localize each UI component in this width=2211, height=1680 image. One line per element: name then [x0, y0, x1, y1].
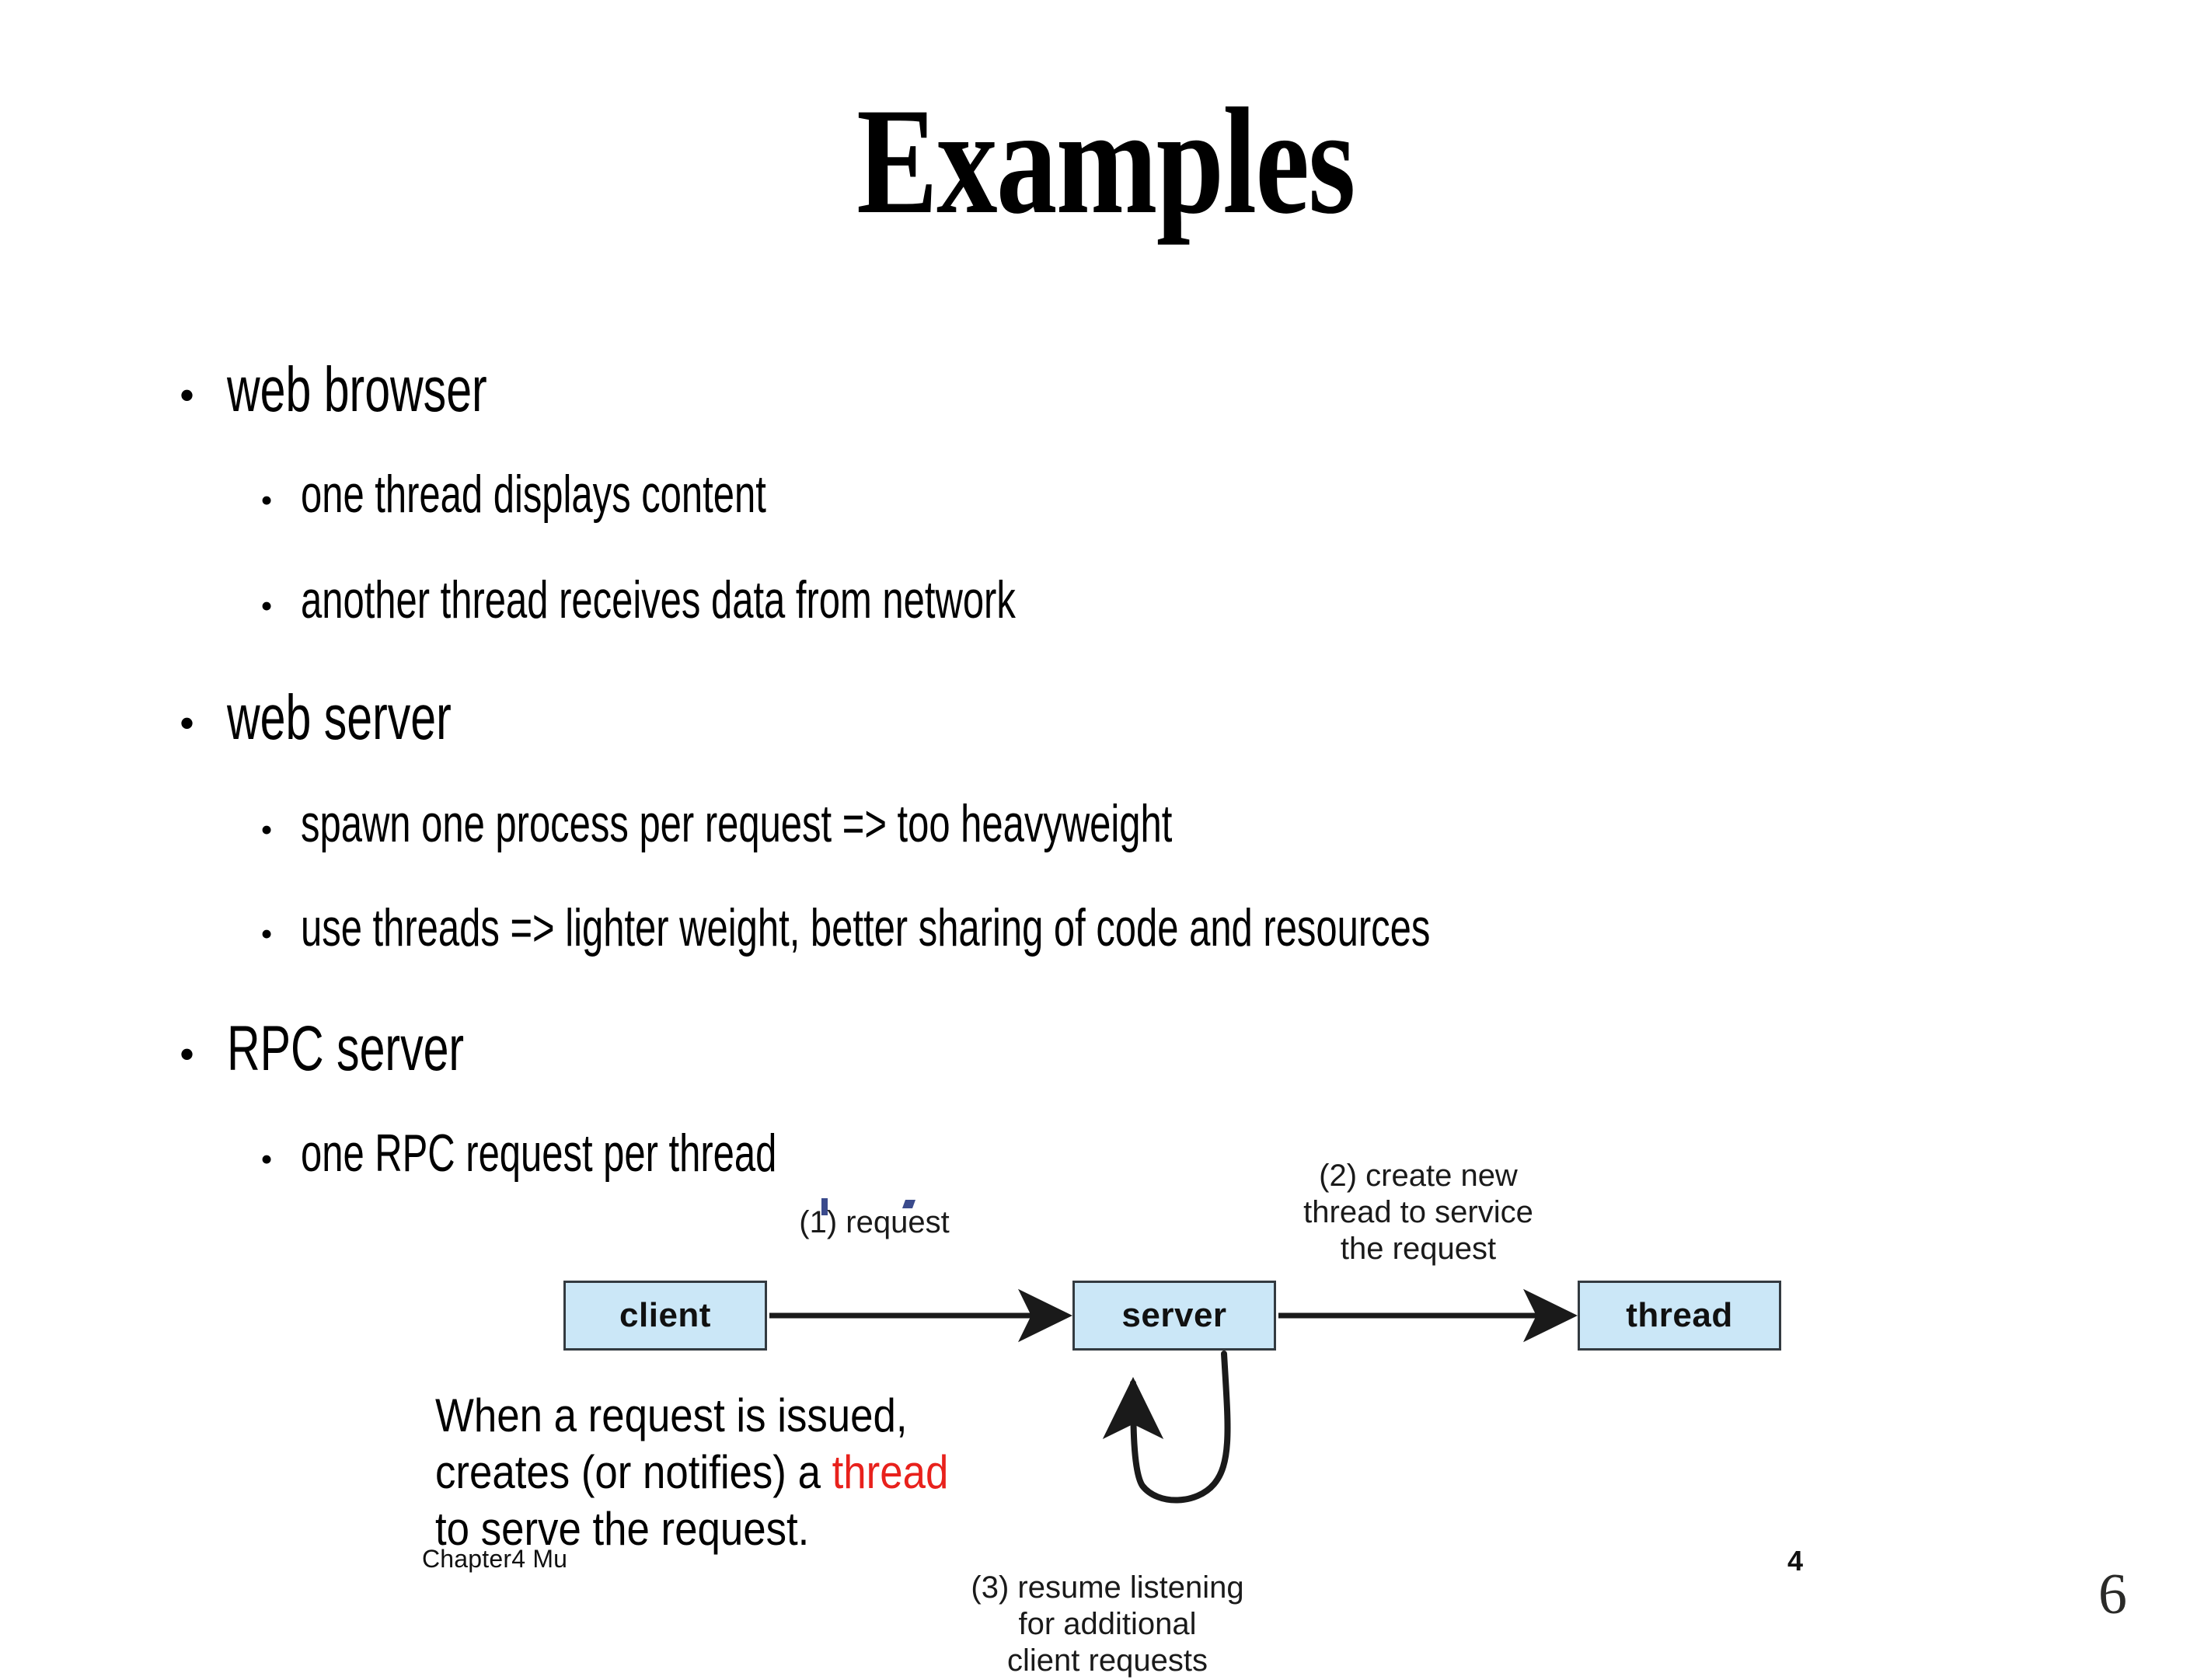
bullet-marker-icon: •	[179, 698, 196, 749]
caption-line-2-text: creates (or notifies) a	[435, 1446, 832, 1499]
diagram-box-thread: thread	[1578, 1281, 1781, 1351]
caption-line-1: When a request is issued,	[435, 1389, 908, 1441]
list-item: • another thread receives data from netw…	[260, 570, 1294, 630]
scan-artifact-mark	[821, 1198, 828, 1215]
bullet-text: web browser	[227, 354, 487, 425]
bullet-text: RPC server	[227, 1013, 465, 1084]
bullet-text: spawn one process per request => too hea…	[301, 794, 1173, 853]
bullet-marker-icon: •	[179, 1029, 196, 1080]
chapter-footer-note: Chapter4 Mu	[422, 1545, 568, 1573]
list-item: • one RPC request per thread	[260, 1123, 962, 1183]
diagram-caption: When a request is issued, creates (or no…	[435, 1387, 948, 1558]
diagram-box-client: client	[563, 1281, 767, 1351]
bullet-marker-icon: •	[260, 914, 274, 953]
diagram-box-server: server	[1072, 1281, 1276, 1351]
slide-page-number: 6	[2098, 1563, 2127, 1626]
bullet-marker-icon: •	[179, 370, 196, 421]
arrow-server-self-loop	[1102, 1351, 1231, 1504]
diagram-label-step2: (2) create new thread to service the req…	[1303, 1159, 1533, 1267]
page-title: Examples	[856, 77, 1355, 246]
bullet-marker-icon: •	[260, 586, 274, 626]
bullet-text: another thread receives data from networ…	[301, 570, 1016, 629]
caption-accent-word: thread	[832, 1446, 949, 1499]
diagram-label-step3: (3) resume listening for additional clie…	[971, 1570, 1244, 1678]
embedded-figure-page-number: 4	[1787, 1545, 1804, 1577]
diagram-connectors	[769, 1288, 1578, 1504]
bullet-marker-icon: •	[260, 1139, 274, 1179]
list-item: • RPC server	[179, 1013, 556, 1086]
caption-line-3: to serve the request.	[435, 1503, 810, 1556]
rpc-server-diagram: client server thread (1) request (2) cre…	[420, 1159, 1819, 1678]
bullet-text: one thread displays content	[301, 465, 766, 524]
list-item: • use threads => lighter weight, better …	[260, 898, 1870, 958]
caption-line-2: creates (or notifies) a thread	[435, 1444, 948, 1500]
bullet-marker-icon: •	[260, 810, 274, 849]
bullet-text: use threads => lighter weight, better sh…	[301, 898, 1431, 957]
diagram-label-step1: (1) request	[799, 1205, 950, 1239]
bullet-marker-icon: •	[260, 480, 274, 520]
bullet-text: web server	[227, 682, 452, 753]
list-item: • one thread displays content	[260, 464, 947, 525]
list-item: • spawn one process per request => too h…	[260, 793, 1511, 854]
list-item: • web browser	[179, 354, 588, 427]
bullet-text: one RPC request per thread	[301, 1124, 777, 1183]
list-item: • web server	[179, 681, 539, 755]
